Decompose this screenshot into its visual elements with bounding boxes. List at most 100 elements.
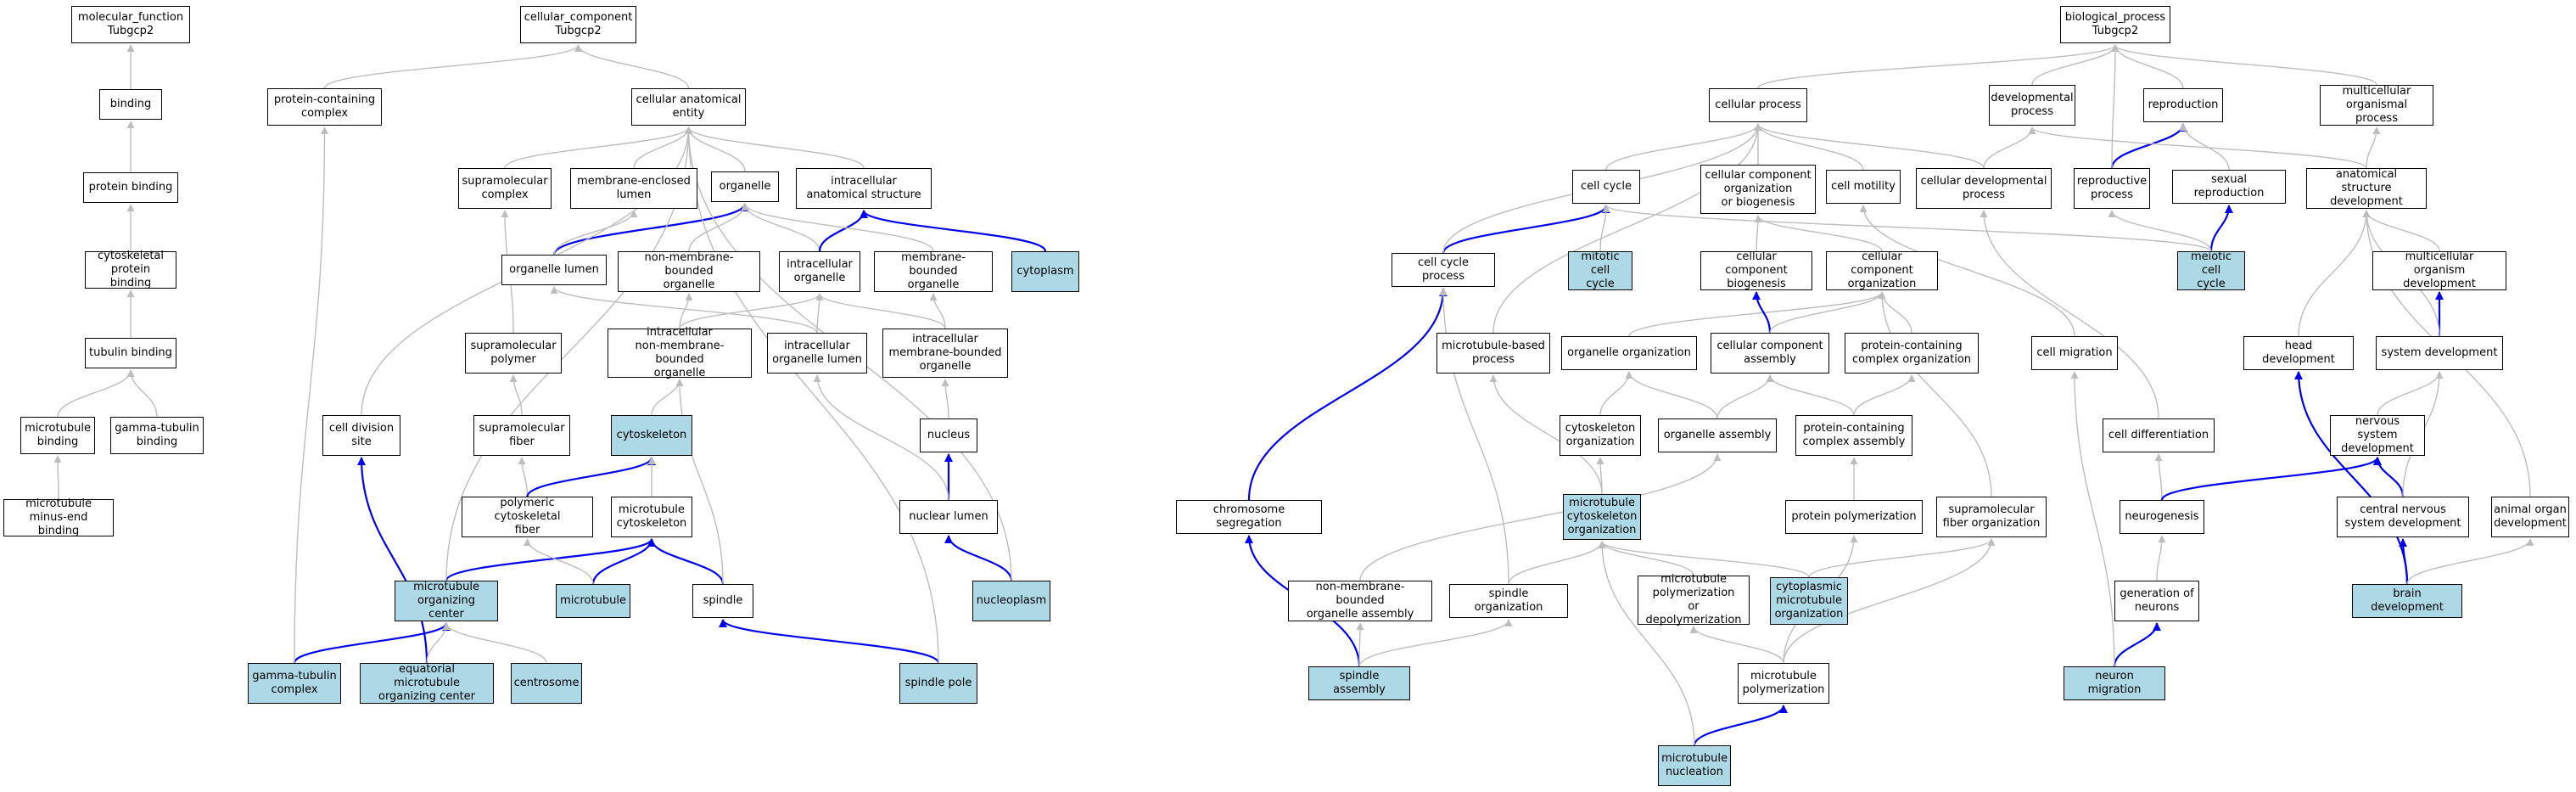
node-microtubule-cytoskeleton-organization[interactable]: microtubule cytoskeleton organization [1563,494,1641,540]
node-reproductive-process[interactable]: reproductive process [2074,168,2150,209]
edge-cytoskeleton-to-intracellular_nmb_org [651,379,684,416]
edge-equatorial_mtoc-to-cell_division_site [357,457,428,664]
node-protein-containing-complex[interactable]: protein-containing complex [267,88,382,126]
node-cell-division-site[interactable]: cell division site [322,415,400,456]
node-microtubule[interactable]: microtubule [556,584,630,618]
edge-cytoskeleton_organization-to-organelle_organization [1599,371,1633,416]
node-nucleoplasm[interactable]: nucleoplasm [972,581,1050,621]
edge-neurogenesis-to-cell_differentiation [2154,453,2163,501]
node-meiotic-cell-cycle[interactable]: meiotic cell cycle [2177,250,2245,290]
node-reproduction[interactable]: reproduction [2143,88,2223,122]
node-microtubule-polymerization-or-depolymerization[interactable]: microtubule polymerization or depolymeri… [1638,573,1750,626]
node-intracellular-anatomical-structure[interactable]: intracellular anatomical structure [796,168,932,209]
node-intracellular-organelle-lumen[interactable]: intracellular organelle lumen [767,333,867,374]
node-brain-development[interactable]: brain development [2352,584,2462,618]
node-cytoskeletal-protein-binding[interactable]: cytoskeletal protein binding [85,250,176,289]
node-anatomical-structure-development[interactable]: anatomical structure development [2306,168,2427,209]
node-protein-containing-complex-assembly[interactable]: protein-containing complex assembly [1795,415,1912,456]
edge-microtubule_binding-to-tubulin_binding [57,369,135,418]
node-organelle[interactable]: organelle [711,171,779,202]
node-intracellular-membrane-bounded-organelle[interactable]: intracellular membrane-bounded organelle [882,329,1008,378]
node-gamma-tubulin-complex[interactable]: gamma-tubulin complex [248,663,341,704]
edge-nuclear_lumen-to-intracellular_org_lumen [813,374,949,501]
node-supramolecular-complex[interactable]: supramolecular complex [458,168,552,209]
node-biological-process-root[interactable]: biological_process Tubgcp2 [2060,6,2170,43]
node-nucleus[interactable]: nucleus [920,418,977,452]
node-cell-cycle-process[interactable]: cell cycle process [1392,253,1495,287]
node-molecular-function-root[interactable]: molecular_function Tubgcp2 [71,6,190,43]
node-sexual-reproduction[interactable]: sexual reproduction [2172,170,2286,204]
node-cell-motility[interactable]: cell motility [1826,170,1901,204]
node-microtubule-minus-end-binding[interactable]: microtubule minus-end binding [3,497,114,537]
node-non-membrane-bounded-organelle-assembly[interactable]: non-membrane-bounded organelle assembly [1288,581,1432,621]
node-cellular-anatomical-entity[interactable]: cellular anatomical entity [631,88,746,126]
node-system-development[interactable]: system development [2376,336,2503,370]
node-equatorial-microtubule-organizing-center[interactable]: equatorial microtubule organizing center [360,663,494,704]
node-neurogenesis[interactable]: neurogenesis [2120,500,2204,534]
node-multicellular-organismal-process[interactable]: multicellular organismal process [2320,85,2433,126]
node-cellular-component-organization[interactable]: cellular component organization [1826,250,1938,290]
node-neuron-migration[interactable]: neuron migration [2064,666,2165,700]
node-cellular-process[interactable]: cellular process [1709,88,1807,122]
node-microtubule-binding[interactable]: microtubule binding [20,417,95,454]
node-microtubule-organizing-center[interactable]: microtubule organizing center [395,581,498,621]
node-spindle[interactable]: spindle [692,584,753,618]
edge-polymeric_cyto_fiber-to-cytoskeleton [526,457,656,497]
node-head-development[interactable]: head development [2243,336,2354,370]
node-microtubule-polymerization[interactable]: microtubule polymerization [1738,663,1829,704]
node-cellular-component-root[interactable]: cellular_component Tubgcp2 [520,6,636,43]
node-binding[interactable]: binding [99,89,162,120]
node-polymeric-cytoskeletal-fiber[interactable]: polymeric cytoskeletal fiber [462,497,593,537]
node-spindle-assembly[interactable]: spindle assembly [1308,666,1410,700]
node-multicellular-organism-development[interactable]: multicellular organism development [2372,250,2506,290]
node-membrane-enclosed-lumen[interactable]: membrane-enclosed lumen [570,168,697,209]
node-cytoskeleton-organization[interactable]: cytoskeleton organization [1560,415,1641,456]
node-membrane-bounded-organelle[interactable]: membrane-bounded organelle [874,251,993,292]
node-nervous-system-development[interactable]: nervous system development [2330,415,2425,456]
node-cytoplasmic-microtubule-organization[interactable]: cytoplasmic microtubule organization [1770,577,1848,625]
node-cellular-component-organization-or-biogenesis[interactable]: cellular component organization or bioge… [1700,165,1816,214]
node-animal-organ-development[interactable]: animal organ development [2491,497,2569,537]
node-supramolecular-polymer[interactable]: supramolecular polymer [465,333,562,374]
node-cytoskeleton[interactable]: cytoskeleton [611,415,692,456]
node-cellular-component-biogenesis[interactable]: cellular component biogenesis [1700,250,1812,290]
node-protein-containing-complex-organization[interactable]: protein-containing complex organization [1845,333,1979,374]
node-organelle-lumen[interactable]: organelle lumen [501,255,607,285]
node-microtubule-nucleation[interactable]: microtubule nucleation [1658,745,1731,786]
edge-gamma_tub_binding-to-tubulin_binding [126,369,158,418]
node-centrosome[interactable]: centrosome [511,663,582,704]
node-organelle-assembly[interactable]: organelle assembly [1658,418,1777,452]
node-cellular-component-assembly[interactable]: cellular component assembly [1711,333,1829,374]
node-protein-polymerization[interactable]: protein polymerization [1785,500,1923,534]
node-cell-cycle[interactable]: cell cycle [1572,170,1640,204]
node-microtubule-cytoskeleton[interactable]: microtubule cytoskeleton [611,497,692,537]
node-supramolecular-fiber[interactable]: supramolecular fiber [473,415,570,456]
edge-mt_polym_depolym-to-mt_cyto_organization [1598,541,1694,576]
node-nuclear-lumen[interactable]: nuclear lumen [899,500,998,534]
node-protein-binding[interactable]: protein binding [83,172,178,203]
node-central-nervous-system-development[interactable]: central nervous system development [2337,497,2469,537]
edge-mt_minus_end_binding-to-microtubule_binding [53,455,62,500]
node-spindle-organization[interactable]: spindle organization [1449,584,1568,618]
node-chromosome-segregation[interactable]: chromosome segregation [1176,500,1322,534]
node-spindle-pole[interactable]: spindle pole [899,663,977,704]
node-cell-differentiation[interactable]: cell differentiation [2103,418,2215,452]
node-tubulin-binding[interactable]: tubulin binding [85,338,176,368]
edge-intracellular_organelle-to-organelle [741,203,820,252]
edge-polymeric_cyto_fiber-to-supramolecular_fiber [518,457,529,497]
node-non-membrane-bounded-organelle[interactable]: non-membrane-bounded organelle [618,251,760,292]
node-mitotic-cell-cycle[interactable]: mitotic cell cycle [1568,250,1632,290]
node-generation-of-neurons[interactable]: generation of neurons [2114,581,2199,621]
node-supramolecular-fiber-organization[interactable]: supramolecular fiber organization [1936,497,2047,537]
edge-cyto_mt_organization-to-supramol_fiber_org [1808,538,1996,578]
node-cell-migration[interactable]: cell migration [2031,336,2118,370]
node-intracellular-non-membrane-bounded-organelle[interactable]: intracellular non-membrane-bounded organ… [608,326,752,379]
node-cellular-developmental-process[interactable]: cellular developmental process [1916,168,2052,209]
node-microtubule-based-process[interactable]: microtubule-based process [1436,333,1550,374]
node-developmental-process[interactable]: developmental process [1989,85,2075,126]
edge-neuron_migration-to-generation_of_neurons [2113,622,2161,667]
node-cytoplasm[interactable]: cytoplasm [1011,251,1079,292]
node-intracellular-organelle[interactable]: intracellular organelle [779,251,860,292]
node-organelle-organization[interactable]: organelle organization [1561,336,1697,370]
node-gamma-tubulin-binding[interactable]: gamma-tubulin binding [110,417,204,454]
